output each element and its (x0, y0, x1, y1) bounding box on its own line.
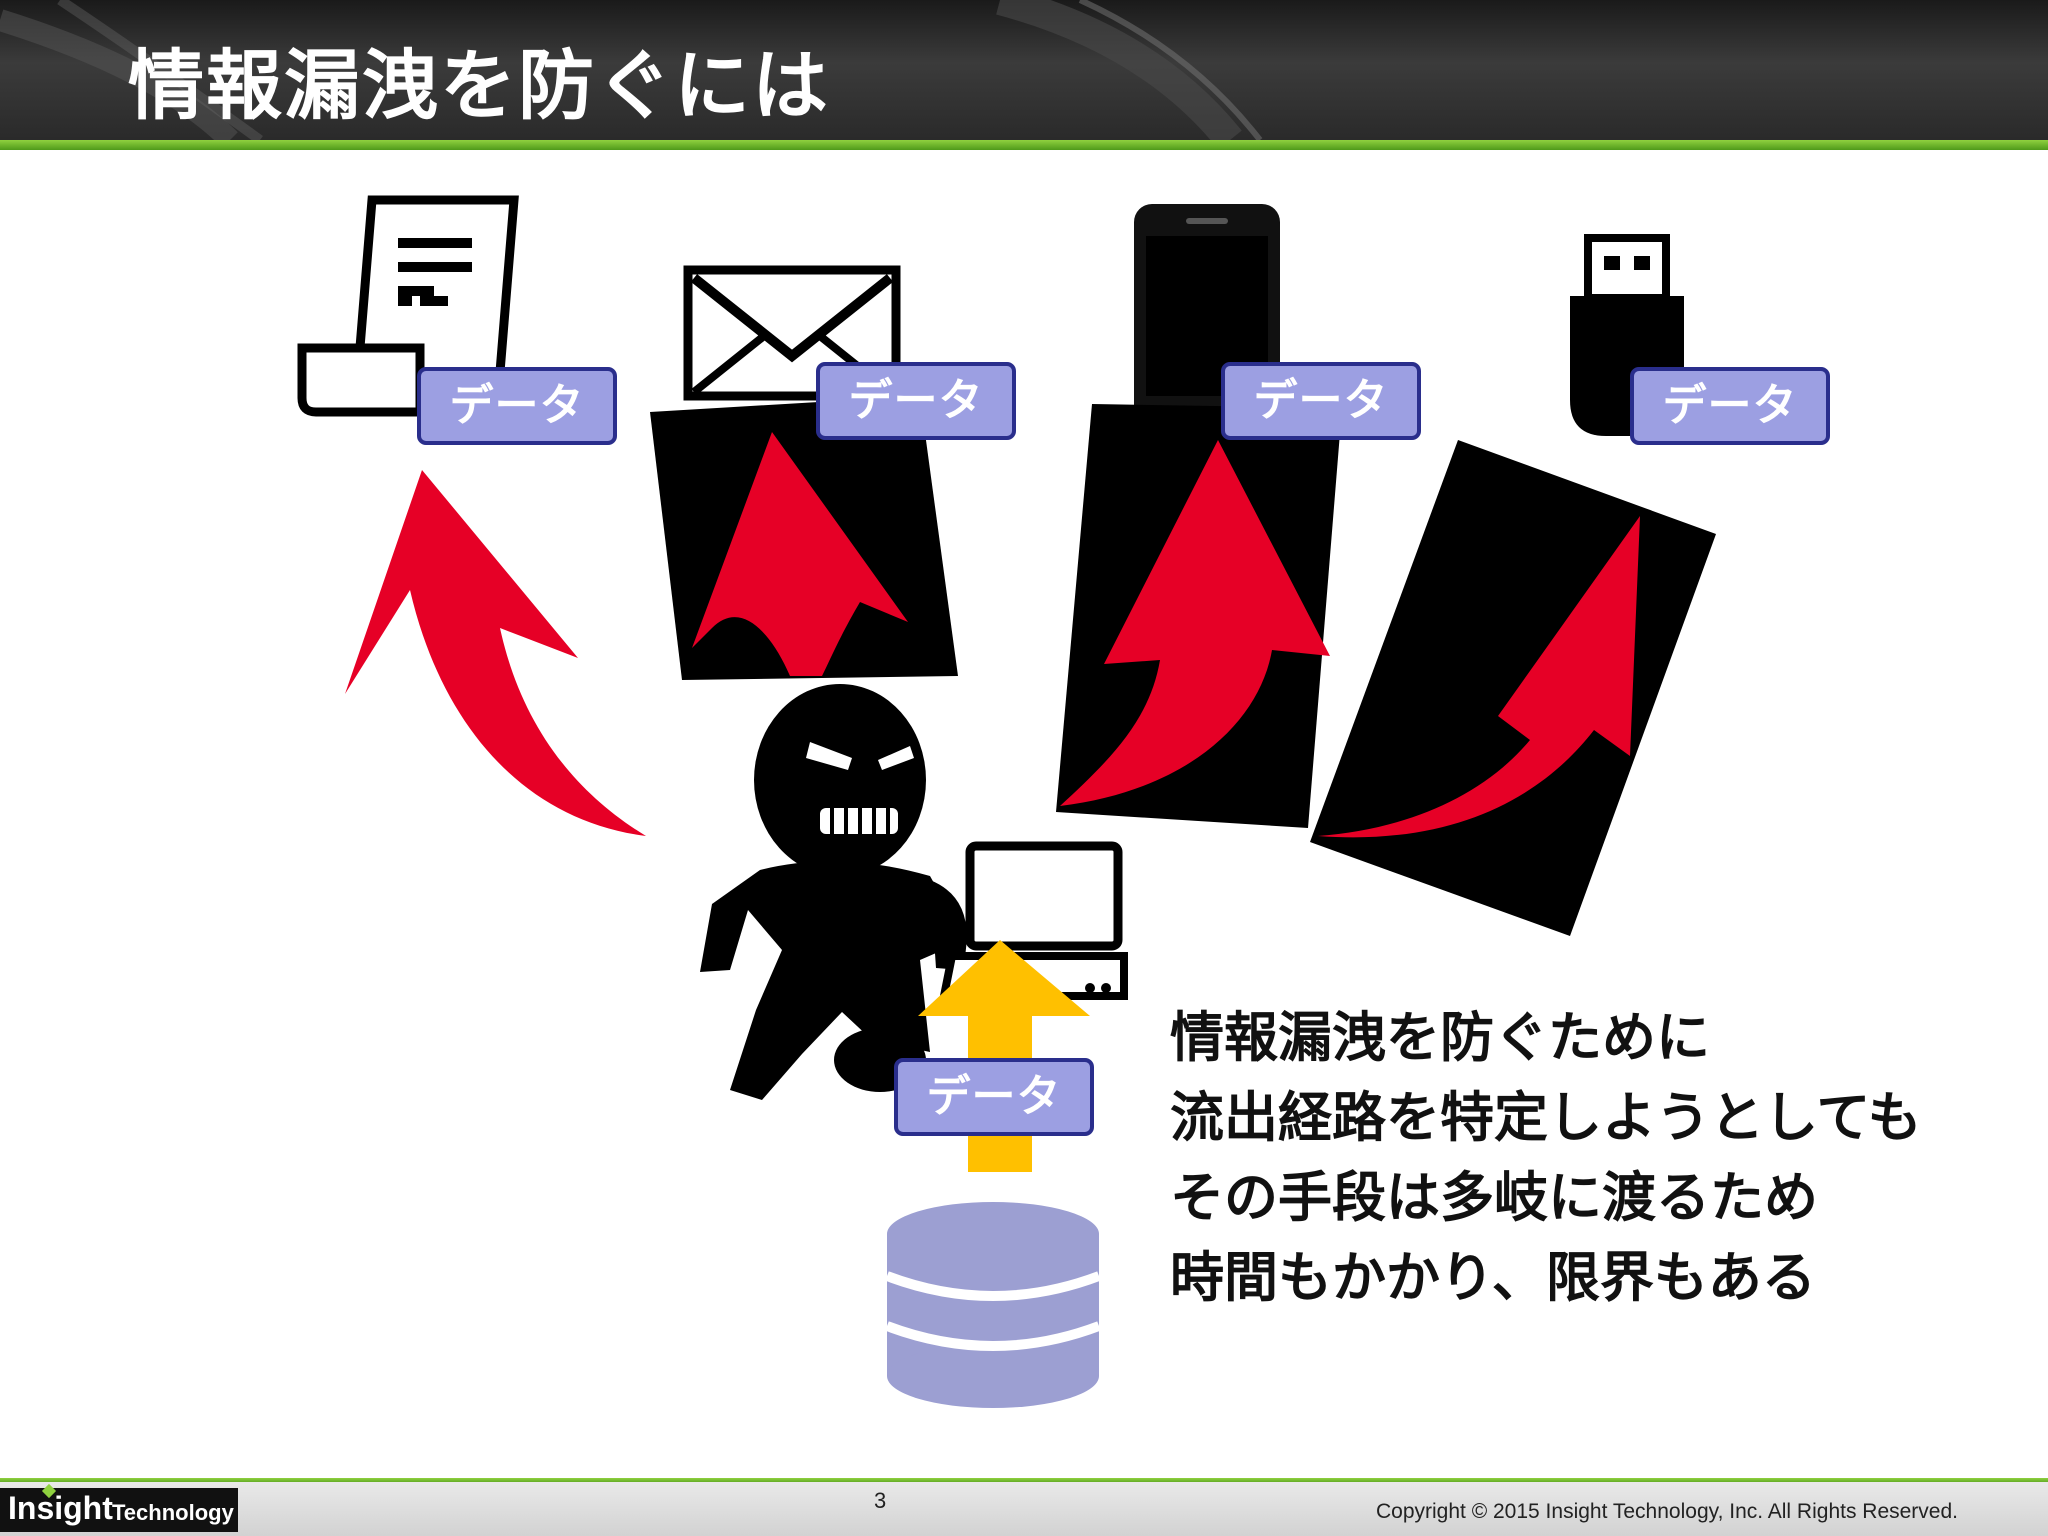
body-line-4: 時間もかかり、限界もある (1170, 1246, 1816, 1309)
body-line-1: 情報漏洩を防ぐために (1170, 1006, 1710, 1069)
slide-header: 情報漏洩を防ぐには (0, 0, 2048, 140)
logo-technology: Technology (112, 1500, 234, 1525)
body-line-2: 流出経路を特定しようとしても (1170, 1086, 1922, 1149)
slide-title: 情報漏洩を防ぐには (128, 41, 830, 130)
red-arrow-usb (1310, 440, 1716, 936)
footer-accent-line (0, 1478, 2048, 1484)
red-arrow-mail (650, 396, 958, 680)
page-number: 3 (874, 1488, 887, 1513)
data-badge-fax: データ (417, 367, 617, 445)
laptop-icon (939, 841, 1128, 1000)
header-accent-line (0, 140, 2048, 150)
slide-footer (0, 1482, 2048, 1536)
data-badge-mail: データ (816, 362, 1016, 440)
logo-insight: Insight (8, 1490, 113, 1526)
red-arrow-fax (345, 470, 646, 836)
copyright-text: Copyright © 2015 Insight Technology, Inc… (1375, 1500, 1958, 1523)
yellow-arrow-up (918, 940, 1090, 1172)
body-line-3: その手段は多岐に渡るため (1170, 1166, 1818, 1229)
company-logo: Insight Technology (0, 1483, 238, 1532)
body-text: 情報漏洩を防ぐために 流出経路を特定しようとしても その手段は多岐に渡るため 時… (1170, 998, 1922, 1318)
red-arrow-phone (1056, 404, 1342, 828)
thief-icon (700, 684, 967, 1100)
header-decoration (0, 0, 1263, 140)
data-badge-database: データ (894, 1058, 1094, 1136)
data-badge-usb: データ (1630, 367, 1830, 445)
data-badge-phone: データ (1221, 362, 1421, 440)
database-icon (885, 1202, 1101, 1408)
